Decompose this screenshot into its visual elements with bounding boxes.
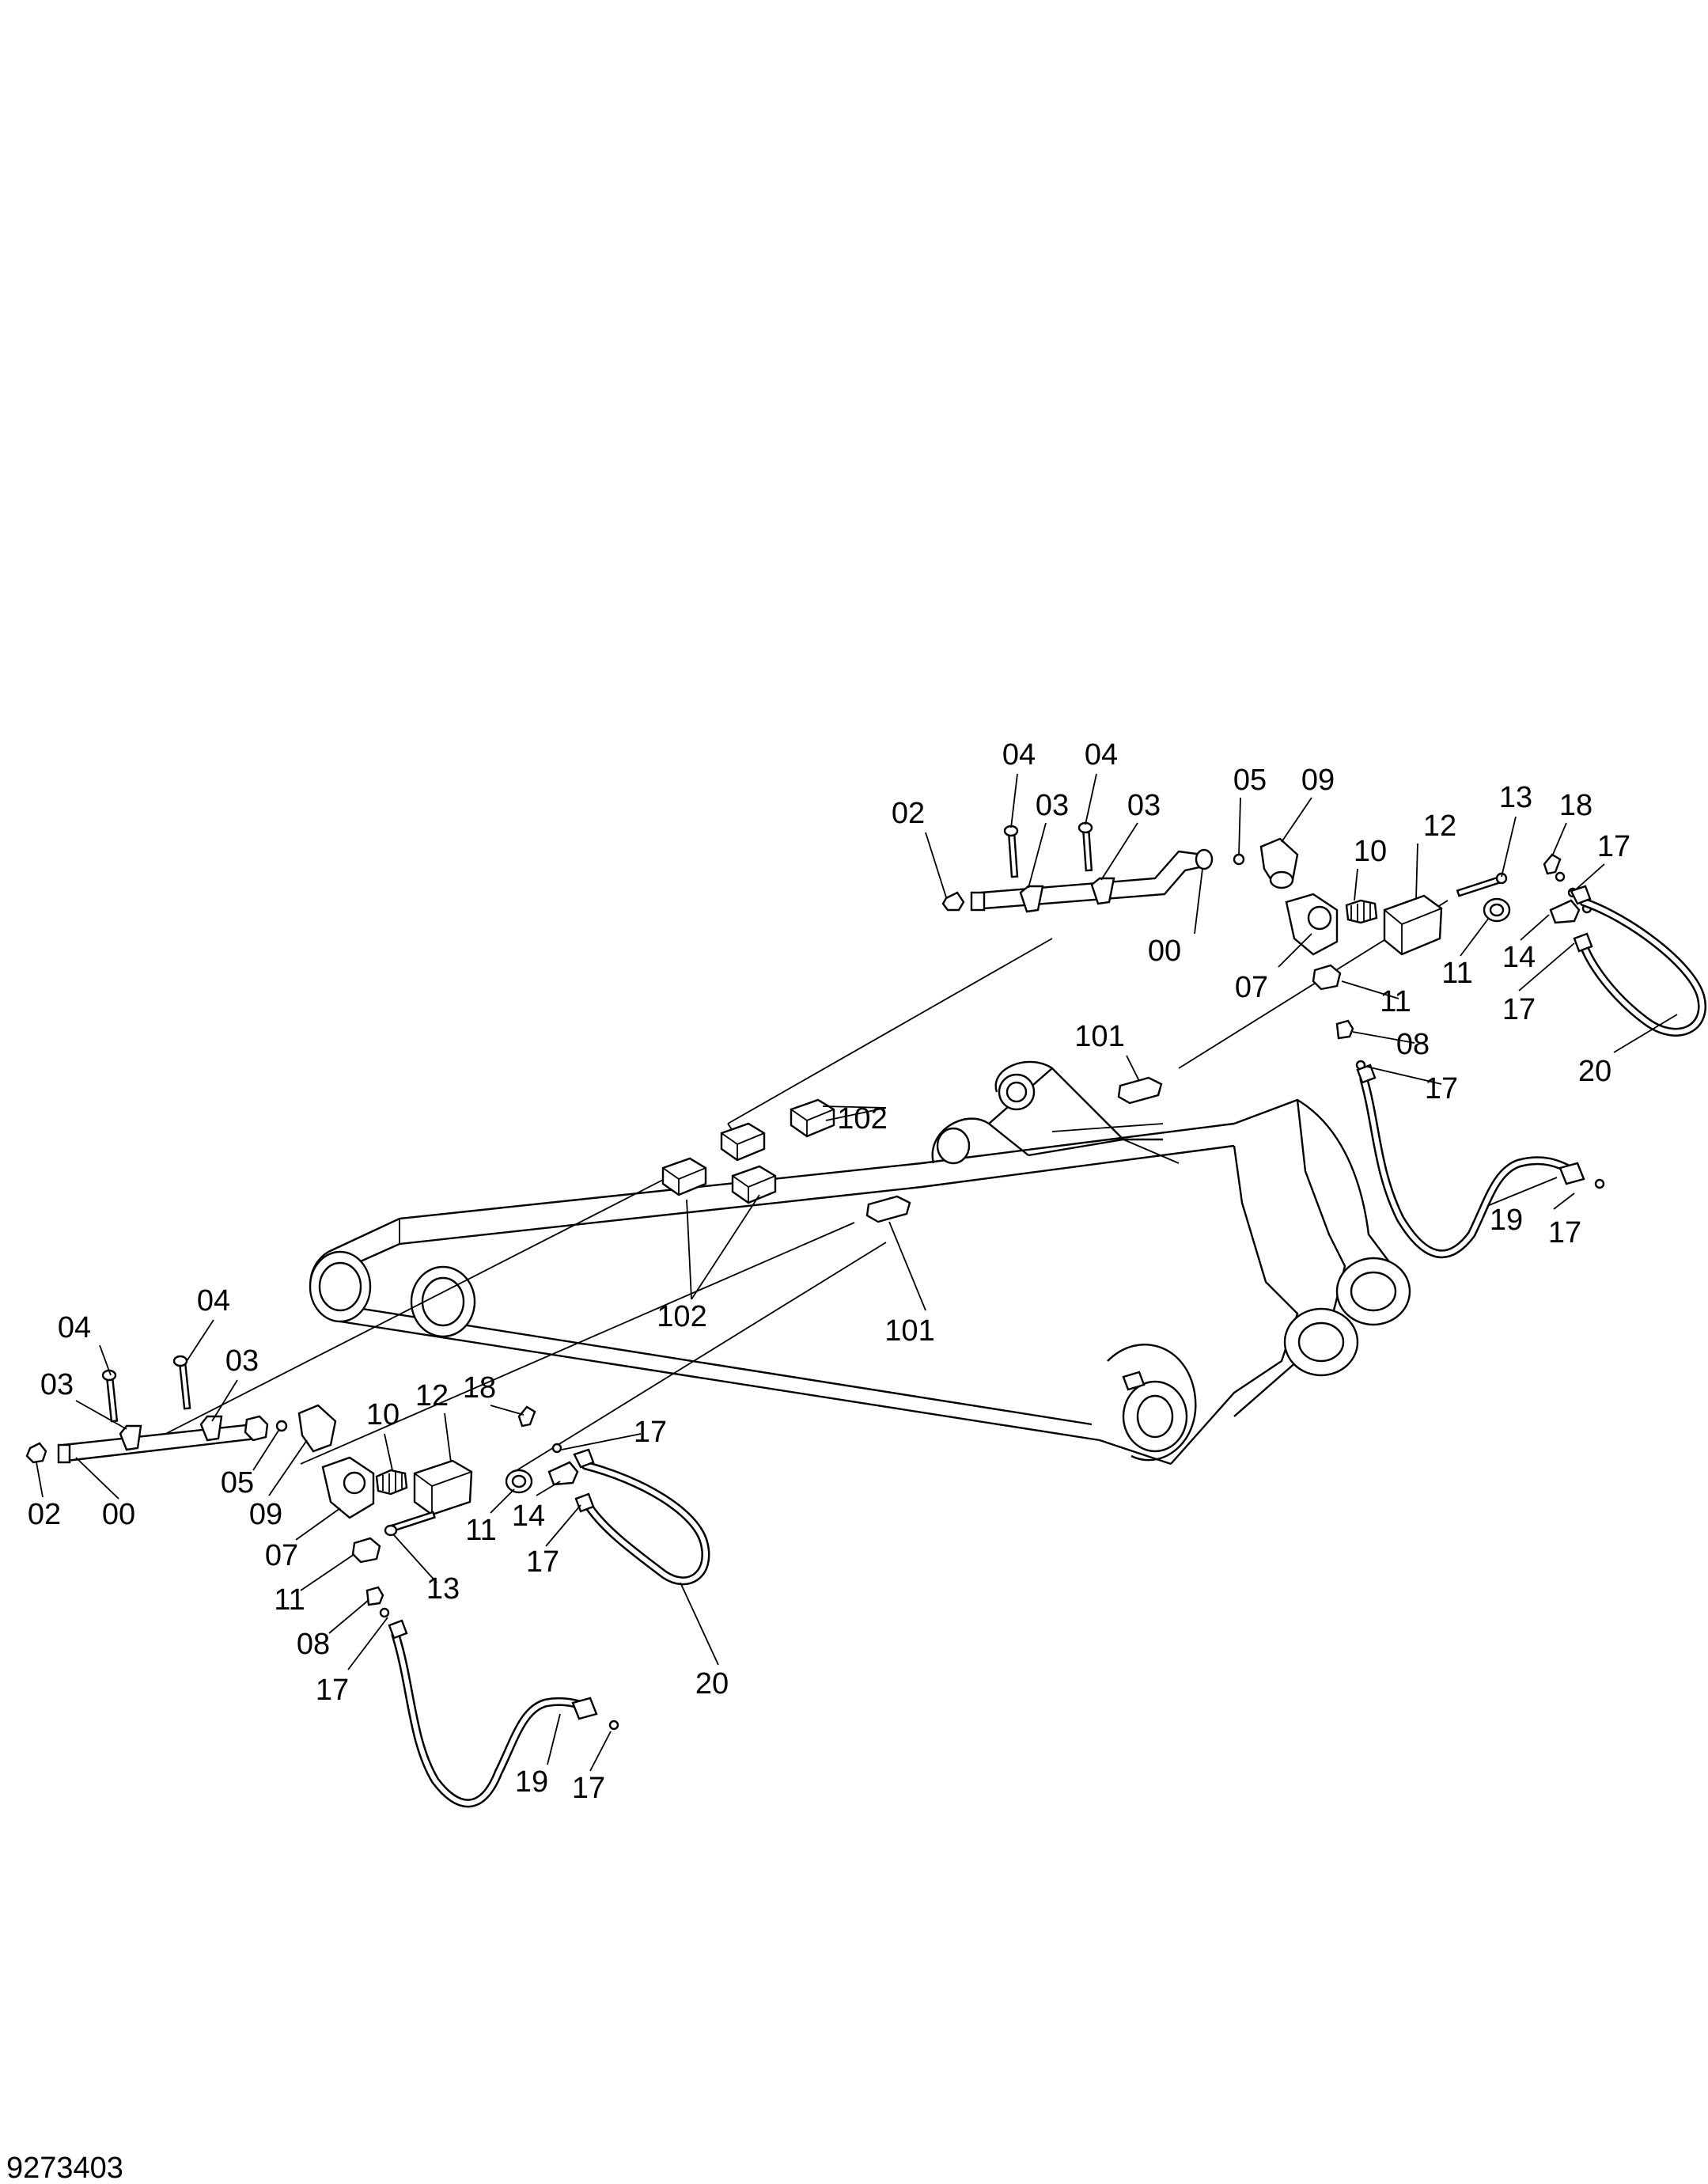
part-callout-l19: 19 [515,1765,548,1799]
part-callout-u20a: 20 [1578,1055,1611,1088]
part-callout-l04a: 04 [58,1311,91,1344]
part-callout-l17d: 17 [572,1772,605,1805]
part-callout-l04b: 04 [197,1284,230,1318]
part-callout-u10: 10 [1354,835,1387,868]
lower-pipe-assembly [25,1355,269,1464]
part-callout-l05: 05 [221,1466,254,1500]
upper-clamps [661,1076,1163,1223]
upper-pipe-assembly [941,821,1214,913]
part-callout-u08a: 08 [1396,1028,1430,1061]
part-callout-u03b: 03 [1127,789,1161,822]
part-callout-u101b: 101 [884,1314,934,1348]
lower-fittings [275,1404,579,1618]
part-callout-u18: 18 [1559,789,1592,822]
part-callout-l11a: 11 [465,1514,496,1547]
part-callout-u13: 13 [1499,781,1532,814]
part-callout-u05: 05 [1233,764,1267,797]
part-callout-l17c: 17 [316,1674,349,1707]
part-callout-l07: 07 [265,1539,298,1572]
drawing-code: 9273403 [6,2152,123,2184]
part-callout-u00: 00 [1148,935,1181,968]
nut-icon [941,891,965,912]
part-callout-l17b: 17 [526,1545,559,1579]
part-callout-u102b: 102 [657,1300,706,1333]
part-callout-u03a: 03 [1036,789,1069,822]
part-callout-l09: 09 [249,1498,282,1531]
part-callout-u101a: 101 [1074,1020,1124,1053]
part-callout-l18: 18 [463,1371,496,1405]
part-callout-u04a: 04 [1002,738,1036,772]
part-callout-u14: 14 [1502,941,1536,974]
part-callout-l11b: 11 [274,1583,305,1617]
part-callout-l03a: 03 [40,1368,74,1401]
part-callout-l14: 14 [512,1500,545,1533]
part-callout-u11b: 11 [1380,985,1411,1018]
nut-icon [25,1442,47,1464]
leader-lines [36,773,1678,1772]
part-callout-l08: 08 [297,1628,330,1661]
part-callout-l20: 20 [695,1667,729,1701]
part-callout-l13: 13 [426,1572,460,1606]
part-callout-u19a: 19 [1490,1204,1523,1237]
part-callout-u17c: 17 [1425,1072,1458,1105]
part-callout-l00: 00 [102,1498,135,1531]
part-callout-u02: 02 [892,797,925,830]
part-callout-u07: 07 [1235,971,1268,1004]
part-callout-l03b: 03 [225,1344,259,1378]
part-callout-u102a: 102 [837,1102,887,1136]
lower-hoses [388,1448,710,1808]
part-callout-l10: 10 [366,1398,400,1431]
part-callout-u11a: 11 [1441,957,1472,990]
part-callout-u17a: 17 [1597,830,1630,863]
upper-hoses [1356,885,1706,1259]
part-callout-u12: 12 [1423,810,1456,843]
part-callout-l12: 12 [415,1379,449,1412]
part-callout-u04b: 04 [1085,738,1118,772]
part-callout-u17d: 17 [1548,1216,1581,1249]
part-callout-l17a: 17 [634,1416,667,1449]
part-callout-u17b: 17 [1502,993,1536,1026]
part-callout-l02: 02 [28,1498,61,1531]
part-callout-u09: 09 [1301,764,1335,797]
